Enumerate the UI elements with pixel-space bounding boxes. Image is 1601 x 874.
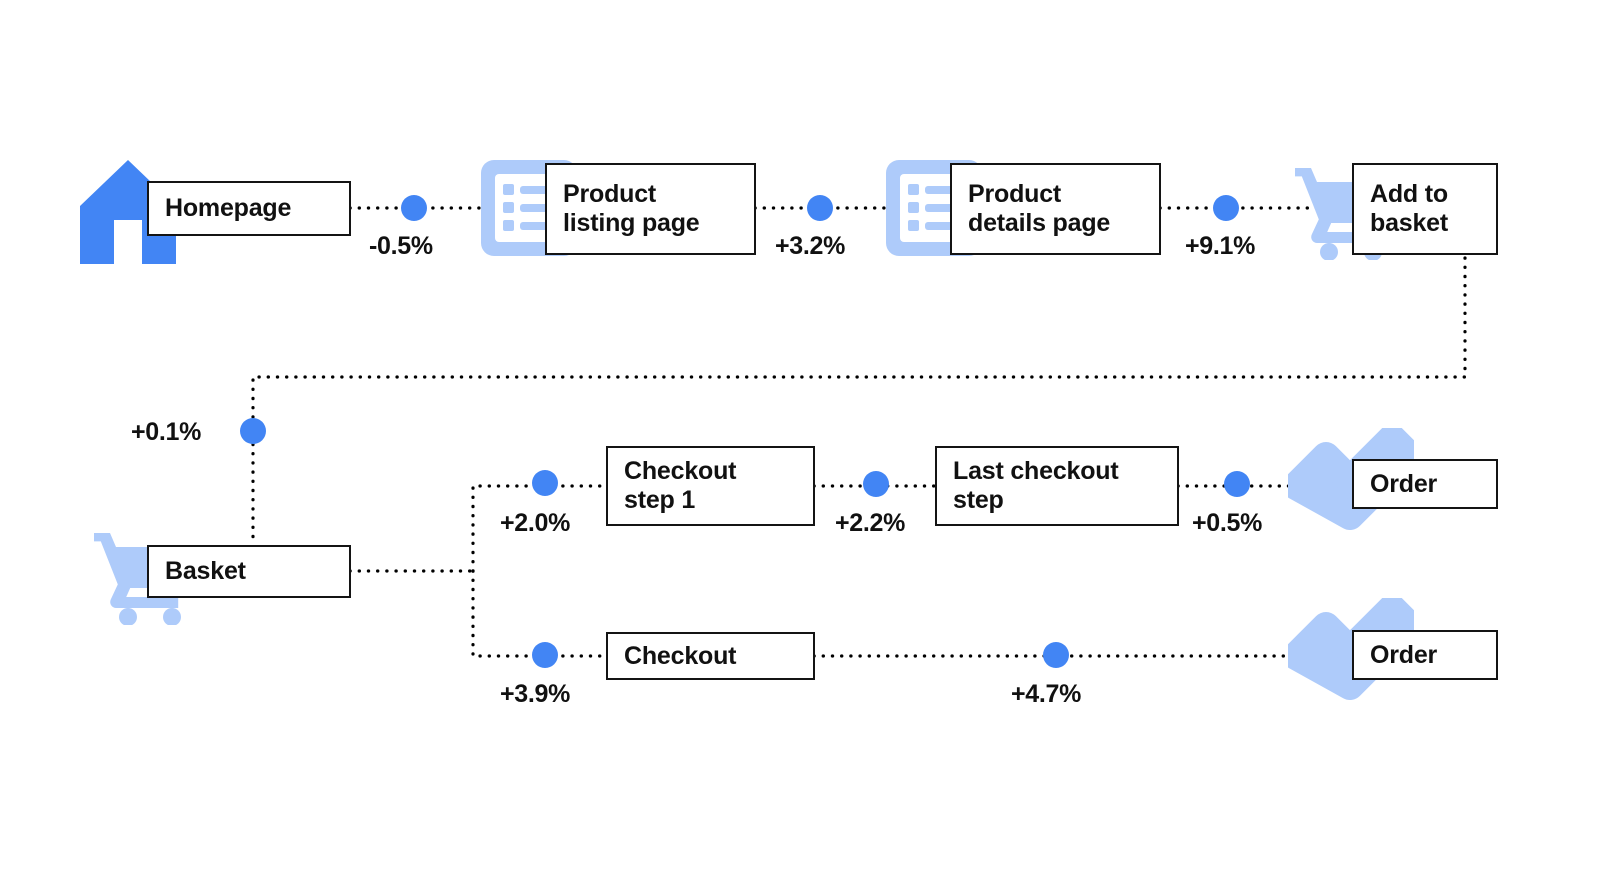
node-checkout-step-1[interactable]: Checkout step 1 <box>606 446 815 526</box>
node-basket[interactable]: Basket <box>147 545 351 598</box>
node-label-order-bottom: Order <box>1370 640 1438 669</box>
node-label-checkout: Checkout <box>624 641 737 670</box>
node-checkout[interactable]: Checkout <box>606 632 815 680</box>
node-label-basket: Basket <box>165 557 246 585</box>
node-label-homepage: Homepage <box>165 194 292 222</box>
delta-label-step1-to-laststep: +2.2% <box>835 509 906 537</box>
transition-dot-t3[interactable] <box>1213 195 1239 221</box>
transition-dot-t1[interactable] <box>401 195 427 221</box>
node-label-last-checkout-step: Last checkout step <box>953 457 1119 514</box>
node-homepage[interactable]: Homepage <box>147 181 351 236</box>
delta-label-checkout-to-order-bottom: +4.7% <box>1011 680 1082 708</box>
node-order-top[interactable]: Order <box>1352 459 1498 509</box>
node-label-product-details: Product details page <box>968 180 1111 237</box>
transition-dot-t5[interactable] <box>532 470 558 496</box>
transition-dot-t2[interactable] <box>807 195 833 221</box>
transition-dot-t7[interactable] <box>1224 471 1250 497</box>
node-product-listing[interactable]: Product listing page <box>545 163 756 255</box>
delta-label-listing-to-details: +3.2% <box>775 232 846 260</box>
node-product-details[interactable]: Product details page <box>950 163 1161 255</box>
transition-dot-t4[interactable] <box>240 418 266 444</box>
connector-branch-to-checkout <box>471 569 608 658</box>
delta-label-homepage-to-listing: -0.5% <box>369 232 433 260</box>
node-last-checkout-step[interactable]: Last checkout step <box>935 446 1179 526</box>
connector-addtobasket-to-basket <box>251 256 1467 547</box>
delta-label-basket-to-checkout: +3.9% <box>500 680 571 708</box>
delta-label-add-to-basket-to-basket: +0.1% <box>131 418 202 446</box>
delta-label-laststep-to-order-top: +0.5% <box>1192 509 1263 537</box>
transition-dot-t9[interactable] <box>1043 642 1069 668</box>
delta-label-basket-to-checkout-step-1: +2.0% <box>500 509 571 537</box>
node-order-bottom[interactable]: Order <box>1352 630 1498 680</box>
delta-label-details-to-add-to-basket: +9.1% <box>1185 232 1256 260</box>
node-add-to-basket[interactable]: Add to basket <box>1352 163 1498 255</box>
node-label-checkout-step-1: Checkout step 1 <box>624 457 737 514</box>
connector-branch-to-checkout-step-1 <box>471 484 608 573</box>
transition-dot-t6[interactable] <box>863 471 889 497</box>
node-label-add-to-basket: Add to basket <box>1370 180 1449 237</box>
node-label-product-listing: Product listing page <box>563 180 700 237</box>
transition-dot-t8[interactable] <box>532 642 558 668</box>
node-label-order-top: Order <box>1370 469 1438 498</box>
